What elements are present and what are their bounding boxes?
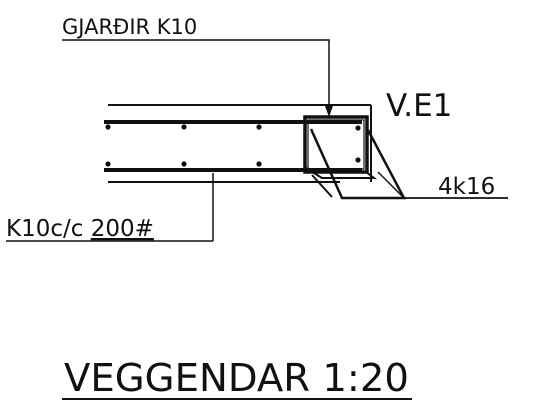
stirrups-label: GJARÐIR K10 (62, 15, 197, 39)
bars-label: 4k16 (438, 174, 495, 200)
mesh-leader (6, 173, 214, 242)
mesh-label-spacing: 200# (91, 216, 154, 242)
bars-leader (377, 171, 508, 199)
stirrups-leader (62, 39, 333, 117)
section-id-label: V.E1 (386, 88, 452, 124)
u-bar-hooks (305, 128, 407, 200)
drawing-title: VEGGENDAR 1:20 (64, 356, 409, 400)
mesh-label: K10c/c 200# (6, 216, 154, 242)
rebar-lines (104, 120, 362, 172)
end-stirrup (303, 115, 369, 174)
wall-outline (108, 104, 372, 183)
mesh-label-prefix: K10c/c (6, 216, 91, 242)
rebar-dots (105, 124, 262, 167)
